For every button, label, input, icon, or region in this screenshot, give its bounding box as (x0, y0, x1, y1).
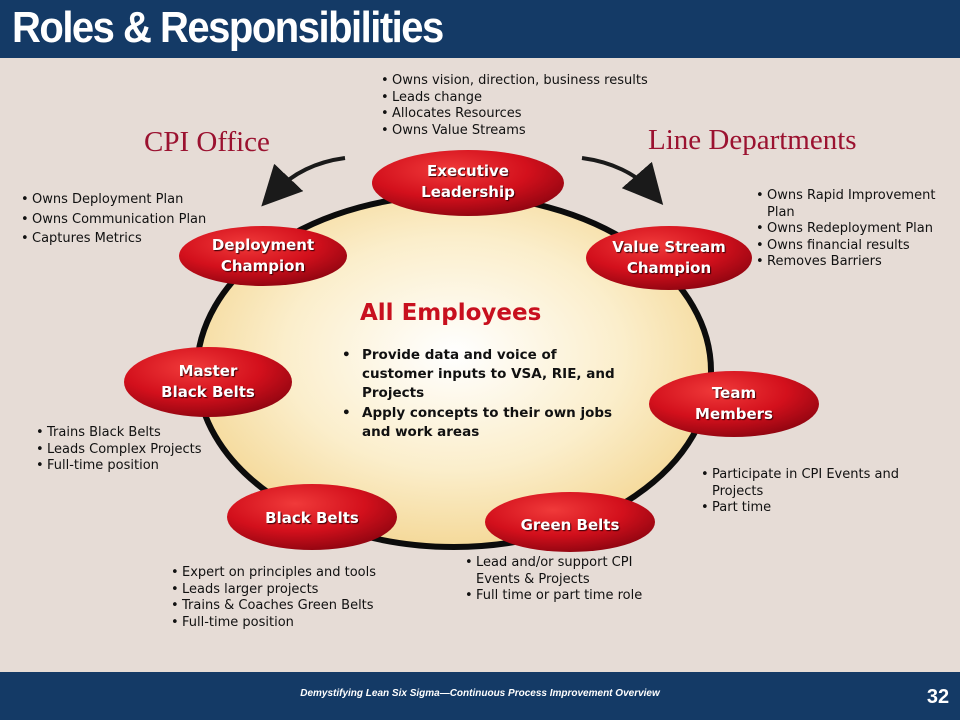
list-item: Part time (701, 500, 941, 517)
list-item: Full-time position (36, 458, 236, 475)
list-item: Owns Rapid Improvement Plan (756, 188, 956, 221)
executive-leadership-responsibilities: Owns vision, direction, business results… (381, 73, 681, 139)
list-item: Full-time position (171, 615, 431, 632)
list-item: Trains & Coaches Green Belts (171, 598, 431, 615)
line-departments-label: Line Departments (648, 124, 857, 156)
arrow-to-cpi-office (261, 156, 346, 207)
green-belts-oval (485, 492, 655, 552)
list-item: Provide data and voice of customer input… (340, 346, 630, 403)
team-members-responsibilities: Participate in CPI Events and Projects P… (701, 467, 941, 517)
value-stream-champion-oval (586, 226, 752, 290)
footer-bar (0, 672, 960, 720)
team-members-oval (649, 371, 819, 437)
all-employees-responsibilities: Provide data and voice of customer input… (340, 346, 630, 443)
arrow-to-line-departments (581, 156, 664, 206)
all-employees-title: All Employees (360, 300, 542, 326)
list-item: Leads Complex Projects (36, 442, 236, 459)
green-belts-responsibilities: Lead and/or support CPI Events & Project… (465, 555, 675, 605)
page-number: 32 (926, 686, 950, 708)
list-item: Allocates Resources (381, 106, 681, 123)
list-item: Captures Metrics (21, 229, 251, 249)
list-item: Owns Deployment Plan (21, 190, 251, 210)
value-stream-champion-responsibilities: Owns Rapid Improvement Plan Owns Redeplo… (756, 188, 956, 271)
black-belts-responsibilities: Expert on principles and tools Leads lar… (171, 565, 431, 631)
title-bar (0, 0, 960, 58)
list-item: Owns financial results (756, 238, 956, 255)
team-members-label: Team Members (695, 384, 773, 423)
value-stream-champion-label: Value Stream Champion (612, 238, 726, 277)
list-item: Apply concepts to their own jobs and wor… (340, 404, 630, 442)
list-item: Leads larger projects (171, 582, 431, 599)
executive-leadership-label: Executive Leadership (421, 162, 515, 201)
cpi-office-label: CPI Office (144, 126, 270, 158)
list-item: Owns Redeployment Plan (756, 221, 956, 238)
black-belts-oval (227, 484, 397, 550)
deployment-champion-responsibilities: Owns Deployment Plan Owns Communication … (21, 190, 251, 249)
list-item: Participate in CPI Events and Projects (701, 467, 941, 500)
list-item: Expert on principles and tools (171, 565, 431, 582)
green-belts-label: Green Belts (520, 515, 620, 534)
list-item: Owns Value Streams (381, 123, 681, 140)
list-item: Lead and/or support CPI Events & Project… (465, 555, 675, 588)
executive-leadership-oval (372, 150, 564, 216)
footer-caption: Demystifying Lean Six Sigma—Continuous P… (300, 688, 660, 699)
black-belts-label: Black Belts (265, 508, 359, 527)
master-black-belts-responsibilities: Trains Black Belts Leads Complex Project… (36, 425, 236, 475)
master-black-belts-label: Master Black Belts (161, 362, 255, 401)
master-black-belts-oval (124, 347, 292, 417)
slide-title: Roles & Responsibilities (12, 4, 444, 52)
list-item: Owns vision, direction, business results (381, 73, 681, 90)
list-item: Owns Communication Plan (21, 210, 251, 230)
list-item: Full time or part time role (465, 588, 675, 605)
list-item: Removes Barriers (756, 254, 956, 271)
list-item: Trains Black Belts (36, 425, 236, 442)
list-item: Leads change (381, 90, 681, 107)
